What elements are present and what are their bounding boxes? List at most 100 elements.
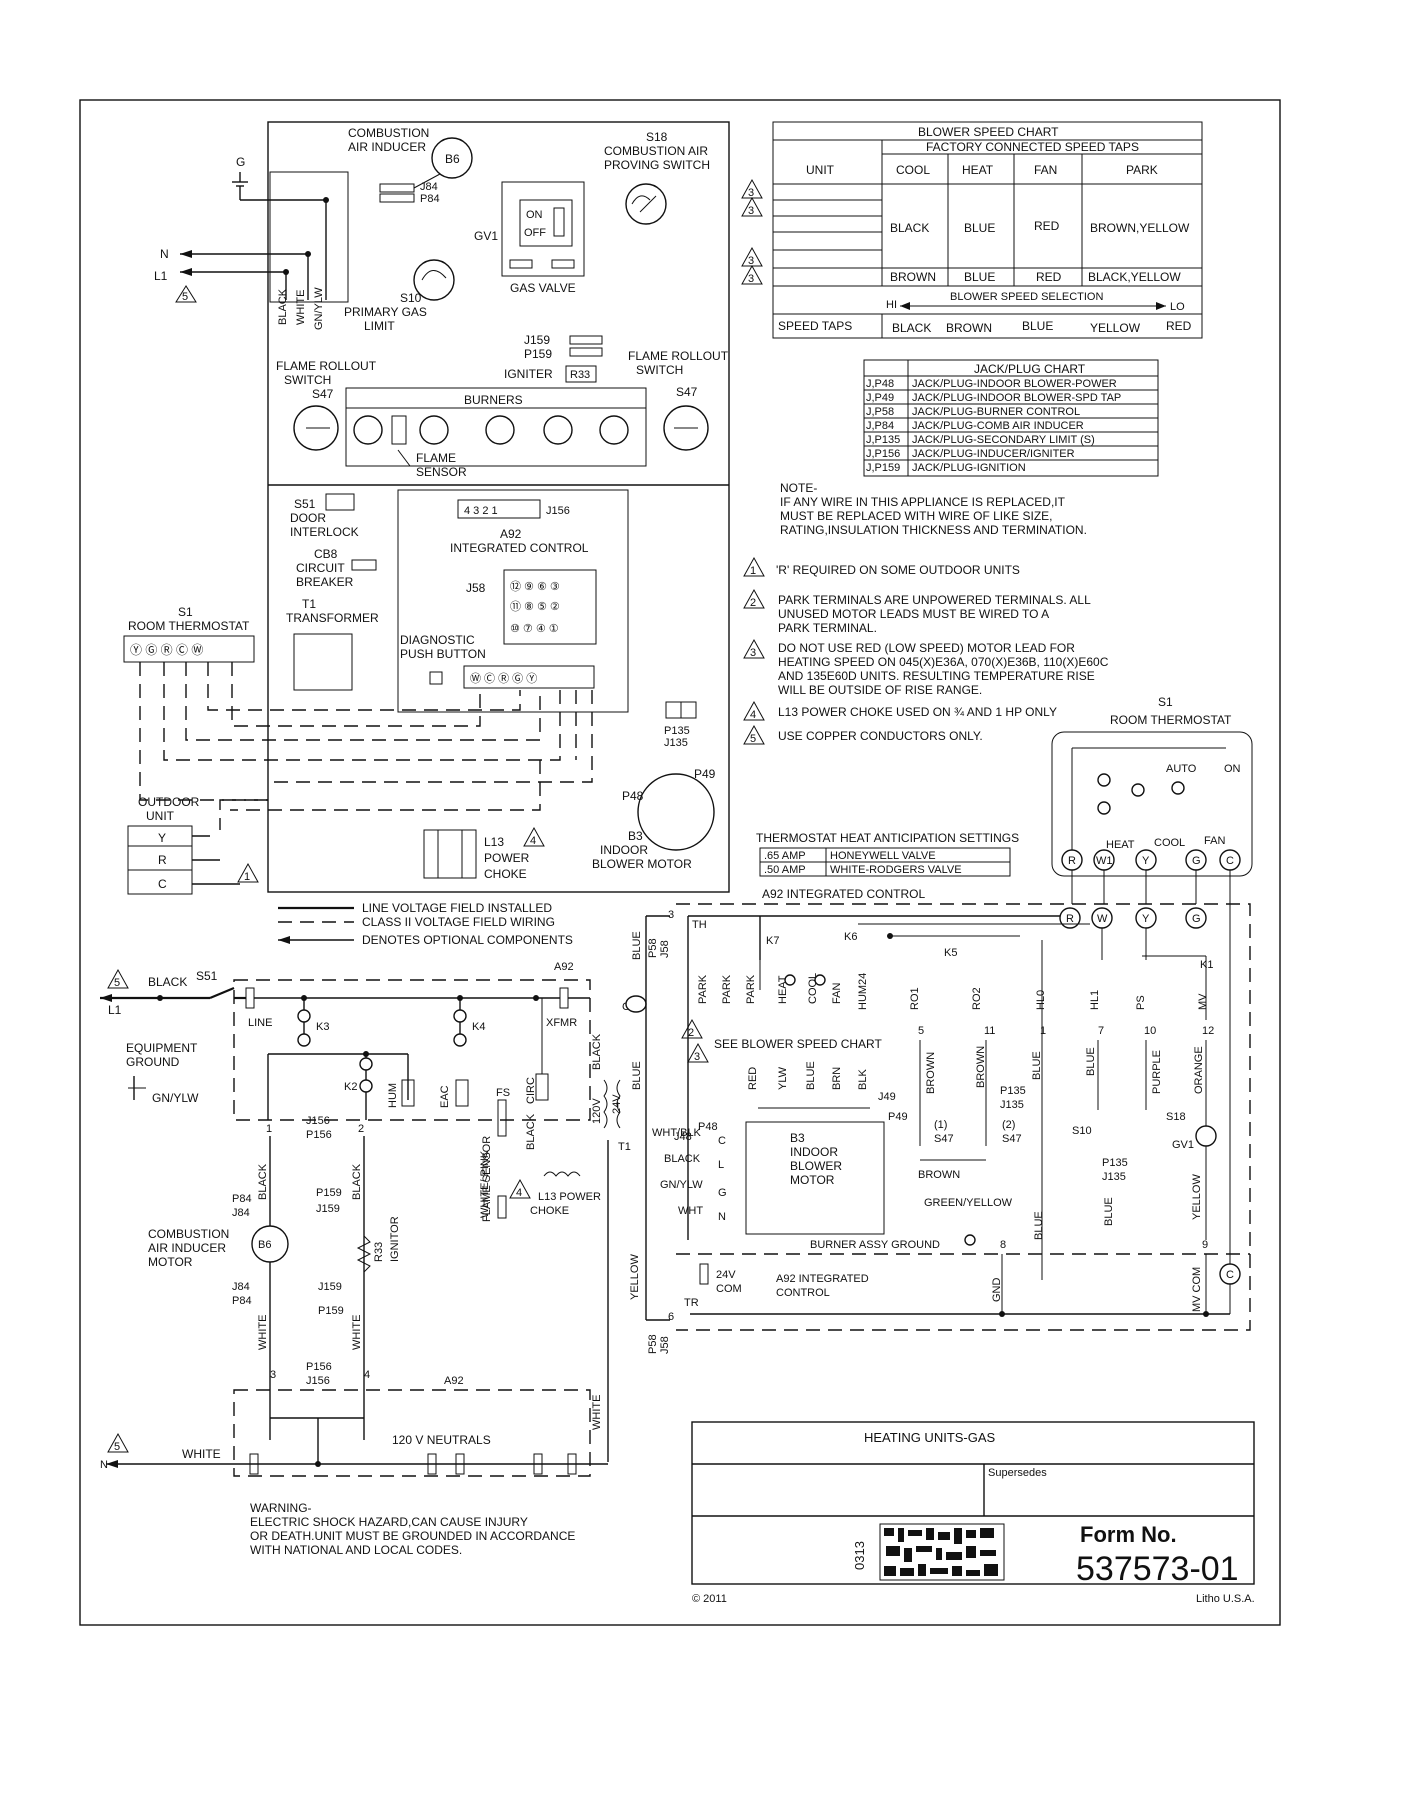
svg-text:5: 5 bbox=[114, 1441, 120, 1453]
svg-text:P159: P159 bbox=[316, 1187, 342, 1199]
svg-text:BROWN: BROWN bbox=[975, 1046, 987, 1088]
svg-text:HEATING UNITS-GAS: HEATING UNITS-GAS bbox=[864, 1430, 996, 1445]
svg-text:J,P48: J,P48 bbox=[866, 378, 894, 390]
inducer-motor-icon bbox=[251, 1225, 289, 1263]
svg-text:CHOKE: CHOKE bbox=[484, 867, 527, 881]
svg-text:P48: P48 bbox=[622, 789, 644, 803]
svg-text:PURPLE: PURPLE bbox=[1151, 1050, 1163, 1094]
svg-text:J49: J49 bbox=[878, 1091, 896, 1103]
svg-text:3: 3 bbox=[748, 273, 754, 285]
svg-text:L13 POWER: L13 POWER bbox=[538, 1191, 601, 1203]
svg-text:GV1: GV1 bbox=[474, 229, 498, 243]
svg-text:N: N bbox=[718, 1211, 726, 1223]
svg-text:P49: P49 bbox=[888, 1111, 908, 1123]
svg-text:DO NOT USE RED (LOW SPEED) MOT: DO NOT USE RED (LOW SPEED) MOTOR LEAD FO… bbox=[778, 641, 1075, 655]
svg-text:10: 10 bbox=[1144, 1025, 1156, 1037]
svg-text:W: W bbox=[1097, 913, 1108, 925]
svg-text:A92 INTEGRATED CONTROL: A92 INTEGRATED CONTROL bbox=[762, 887, 925, 901]
svg-text:1: 1 bbox=[1040, 1025, 1046, 1037]
svg-text:J135: J135 bbox=[664, 737, 688, 749]
diagnostic-push-button[interactable] bbox=[429, 671, 443, 685]
svg-text:T1: T1 bbox=[618, 1141, 631, 1153]
svg-text:BLACK,YELLOW: BLACK,YELLOW bbox=[1088, 270, 1181, 284]
circuit-breaker-icon bbox=[351, 559, 377, 571]
svg-text:FAN: FAN bbox=[1034, 163, 1057, 177]
b6-inducer-icon bbox=[431, 137, 473, 179]
svg-text:HONEYWELL VALVE: HONEYWELL VALVE bbox=[830, 850, 936, 862]
ground-label: G bbox=[236, 155, 245, 169]
svg-text:COM: COM bbox=[716, 1283, 742, 1295]
svg-text:WHT/BLK: WHT/BLK bbox=[652, 1127, 702, 1139]
svg-text:COMBUSTION: COMBUSTION bbox=[148, 1227, 229, 1241]
svg-text:J,P159: J,P159 bbox=[866, 462, 900, 474]
svg-text:COMBUSTION AIR: COMBUSTION AIR bbox=[604, 144, 708, 158]
svg-text:K3: K3 bbox=[316, 1021, 329, 1033]
svg-text:FS: FS bbox=[496, 1087, 510, 1099]
svg-text:K4: K4 bbox=[472, 1021, 485, 1033]
svg-text:(1): (1) bbox=[934, 1119, 947, 1131]
svg-text:S10: S10 bbox=[1072, 1125, 1092, 1137]
svg-text:IF ANY WIRE IN THIS APPLIANCE: IF ANY WIRE IN THIS APPLIANCE IS REPLACE… bbox=[780, 495, 1066, 509]
wire-gnylw-label: GN/YLW bbox=[313, 287, 325, 330]
svg-text:LINE: LINE bbox=[248, 1017, 272, 1029]
svg-text:JACK/PLUG CHART: JACK/PLUG CHART bbox=[974, 362, 1086, 376]
svg-text:HEAT: HEAT bbox=[777, 975, 789, 1004]
svg-text:BLUE: BLUE bbox=[1033, 1211, 1045, 1240]
svg-text:BLUE: BLUE bbox=[1085, 1047, 1097, 1076]
svg-text:S1: S1 bbox=[1158, 695, 1173, 709]
transformer-icon bbox=[293, 633, 353, 691]
svg-text:K6: K6 bbox=[844, 931, 857, 943]
svg-text:J84: J84 bbox=[232, 1207, 250, 1219]
svg-text:.65 AMP: .65 AMP bbox=[764, 850, 806, 862]
svg-text:PARK: PARK bbox=[697, 974, 709, 1004]
svg-text:4: 4 bbox=[530, 835, 536, 847]
svg-text:MOTOR: MOTOR bbox=[148, 1255, 193, 1269]
svg-text:T1: T1 bbox=[302, 597, 316, 611]
svg-text:UNIT: UNIT bbox=[806, 163, 835, 177]
svg-text:SEE BLOWER SPEED CHART: SEE BLOWER SPEED CHART bbox=[714, 1037, 882, 1051]
svg-text:BLACK: BLACK bbox=[892, 321, 931, 335]
a92-board bbox=[397, 489, 629, 713]
svg-text:JACK/PLUG-IGNITION: JACK/PLUG-IGNITION bbox=[912, 462, 1026, 474]
svg-text:IGNITER: IGNITER bbox=[504, 367, 553, 381]
svg-text:FLAME ROLLOUT: FLAME ROLLOUT bbox=[276, 359, 377, 373]
svg-text:COOL: COOL bbox=[896, 163, 930, 177]
svg-text:SENSOR: SENSOR bbox=[416, 465, 467, 479]
svg-text:8: 8 bbox=[1000, 1239, 1006, 1251]
svg-text:R: R bbox=[1066, 913, 1074, 925]
svg-text:NOTE-: NOTE- bbox=[780, 481, 817, 495]
svg-text:AUTO: AUTO bbox=[1166, 763, 1197, 775]
svg-text:BLACK: BLACK bbox=[890, 221, 929, 235]
svg-text:MV: MV bbox=[1197, 993, 1209, 1010]
burner-assembly bbox=[345, 387, 647, 467]
svg-text:J,P58: J,P58 bbox=[866, 406, 894, 418]
svg-text:BROWN: BROWN bbox=[890, 270, 936, 284]
svg-text:BROWN: BROWN bbox=[918, 1169, 960, 1181]
svg-text:Ⓨ Ⓖ Ⓡ Ⓒ Ⓦ: Ⓨ Ⓖ Ⓡ Ⓒ Ⓦ bbox=[130, 643, 203, 657]
svg-text:TH: TH bbox=[692, 919, 707, 931]
svg-text:BLUE: BLUE bbox=[631, 1061, 643, 1090]
svg-text:JACK/PLUG-INDUCER/IGNITER: JACK/PLUG-INDUCER/IGNITER bbox=[912, 448, 1075, 460]
svg-text:1: 1 bbox=[266, 1123, 272, 1135]
svg-text:WHITE: WHITE bbox=[351, 1315, 363, 1350]
blower-speed-chart: BLOWER SPEED CHART FACTORY CONNECTED SPE… bbox=[741, 121, 1203, 339]
svg-text:J135: J135 bbox=[1102, 1171, 1126, 1183]
svg-text:CHOKE: CHOKE bbox=[530, 1205, 569, 1217]
svg-text:INDOOR: INDOOR bbox=[600, 843, 648, 857]
svg-text:CIRC: CIRC bbox=[525, 1077, 537, 1104]
svg-text:WHITE-RODGERS VALVE: WHITE-RODGERS VALVE bbox=[830, 864, 962, 876]
svg-text:P58: P58 bbox=[647, 938, 659, 958]
svg-text:K1: K1 bbox=[1200, 959, 1213, 971]
svg-text:USE COPPER CONDUCTORS ONLY.: USE COPPER CONDUCTORS ONLY. bbox=[778, 729, 983, 743]
l1-label: L1 bbox=[154, 269, 168, 283]
svg-text:HL1: HL1 bbox=[1089, 990, 1101, 1010]
svg-text:COOL: COOL bbox=[1154, 837, 1185, 849]
svg-text:⑩ ⑦ ④ ①: ⑩ ⑦ ④ ① bbox=[510, 623, 559, 635]
svg-text:YELLOW: YELLOW bbox=[1191, 1174, 1203, 1220]
svg-text:J156: J156 bbox=[306, 1115, 330, 1127]
schematic-blower-motor bbox=[745, 1121, 885, 1235]
svg-text:A92: A92 bbox=[444, 1375, 464, 1387]
svg-text:BLACK: BLACK bbox=[257, 1163, 269, 1200]
svg-text:ON: ON bbox=[526, 209, 543, 221]
transformer-primary-icon bbox=[603, 1079, 608, 1129]
